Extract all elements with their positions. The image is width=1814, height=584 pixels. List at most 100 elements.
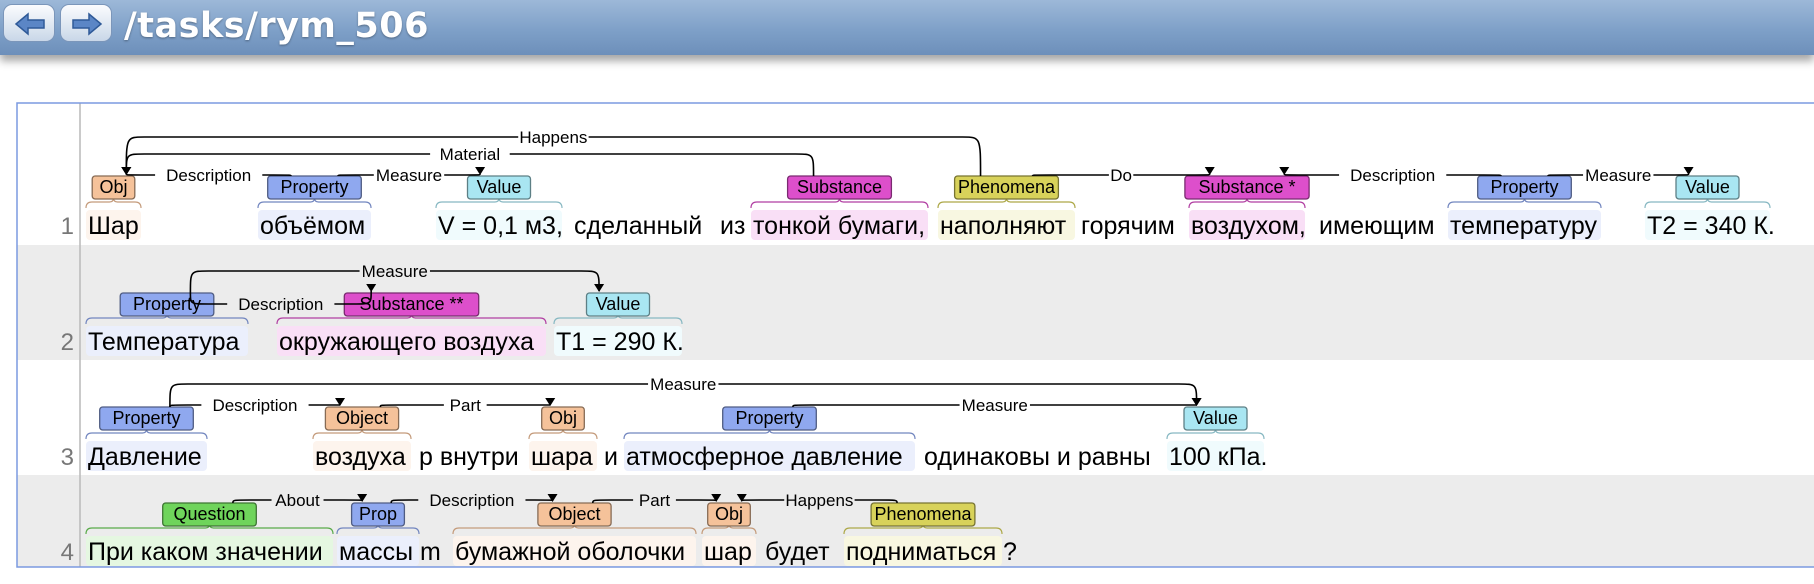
sentence-token[interactable]: наполняют bbox=[940, 212, 1067, 240]
relation-arrowhead bbox=[545, 398, 556, 406]
sentence-token[interactable]: будет bbox=[765, 538, 830, 566]
entity-label: Value bbox=[477, 177, 522, 197]
relation-label-bg bbox=[359, 261, 430, 280]
entity-label-box[interactable] bbox=[350, 502, 406, 527]
sentence-token[interactable]: ? bbox=[1003, 538, 1017, 566]
sentence-token[interactable]: Т2 = 340 К. bbox=[1647, 212, 1775, 240]
sentence-token[interactable]: шар bbox=[704, 538, 752, 566]
relation-label: Measure bbox=[1585, 166, 1651, 185]
relation-arrowhead bbox=[357, 494, 368, 502]
entity-span-highlight bbox=[313, 441, 411, 471]
entity-label: Obj bbox=[715, 504, 743, 524]
sentence-token[interactable]: и bbox=[604, 443, 618, 471]
entity-span-highlight bbox=[751, 210, 928, 240]
entity-label-box[interactable] bbox=[466, 175, 532, 200]
relation-label: Description bbox=[238, 295, 323, 314]
line-number: 4 bbox=[61, 539, 74, 566]
document-frame bbox=[16, 102, 1814, 568]
relation-label: Part bbox=[639, 491, 670, 510]
sentence-token[interactable]: Шар bbox=[88, 212, 139, 240]
sentence-token[interactable]: горячим bbox=[1081, 212, 1175, 240]
line-number: 1 bbox=[61, 213, 74, 240]
entity-label-box[interactable] bbox=[1184, 175, 1310, 200]
entity-label-box[interactable] bbox=[541, 406, 585, 431]
sentence-token[interactable]: р внутри bbox=[419, 443, 519, 471]
entity-label-box[interactable] bbox=[99, 406, 194, 431]
sentence-token[interactable]: шара bbox=[531, 443, 593, 471]
entity-label-box[interactable] bbox=[1183, 406, 1248, 431]
relation-label: About bbox=[275, 491, 320, 510]
sentence-token[interactable]: воздуха bbox=[315, 443, 406, 471]
entity-label-box[interactable] bbox=[162, 502, 257, 527]
sentence-token[interactable]: массы m bbox=[339, 538, 441, 566]
sentence-token[interactable]: Т1 = 290 К. bbox=[556, 328, 684, 356]
sentence-token[interactable]: 100 кПа. bbox=[1169, 443, 1267, 471]
entity-span-highlight bbox=[258, 210, 371, 240]
entity-label: Object bbox=[548, 504, 600, 524]
entity-span-highlight bbox=[453, 536, 696, 566]
relation-label-bg bbox=[271, 490, 324, 509]
sentence-token[interactable]: Температура bbox=[88, 328, 240, 356]
relation-arrowhead bbox=[475, 167, 486, 175]
entity-label-box[interactable] bbox=[324, 406, 400, 431]
relation-label-bg bbox=[1339, 165, 1447, 184]
sentence-token[interactable]: воздухом, bbox=[1191, 212, 1306, 240]
sentence-token[interactable]: одинаковы и равны bbox=[924, 443, 1151, 471]
entity-span-highlight bbox=[86, 326, 248, 356]
sentence-row-bg bbox=[17, 360, 1814, 475]
entity-span-highlight bbox=[624, 441, 915, 471]
entity-span-highlight bbox=[86, 441, 207, 471]
relation-label-bg bbox=[1108, 165, 1134, 184]
entity-label-box[interactable] bbox=[1675, 175, 1740, 200]
entity-label-box[interactable] bbox=[786, 175, 893, 200]
relation-label: Material bbox=[440, 145, 500, 164]
entity-label-box[interactable] bbox=[267, 175, 362, 200]
sentence-token[interactable]: При каком значении bbox=[88, 538, 323, 566]
sentence-1: 1 Шар объёмом V = 0,1 м3, сделанный из тонкой … bbox=[61, 127, 1775, 240]
entity-label-box[interactable] bbox=[91, 175, 136, 200]
sentence-token[interactable]: сделанный bbox=[574, 212, 702, 240]
entity-label-box[interactable] bbox=[585, 292, 651, 317]
line-number: 3 bbox=[61, 444, 74, 471]
sentence-token[interactable]: температуру bbox=[1450, 212, 1598, 240]
entity-label-box[interactable] bbox=[870, 502, 976, 527]
entity-span-highlight bbox=[844, 536, 1002, 566]
entity-span-highlight bbox=[1645, 210, 1770, 240]
relation-label: Happens bbox=[519, 128, 587, 147]
entity-label: Property bbox=[133, 294, 201, 314]
entity-label-box[interactable] bbox=[537, 502, 612, 527]
sentence-token[interactable]: бумажной оболочки bbox=[455, 538, 685, 566]
relation-label: Measure bbox=[376, 166, 442, 185]
relation-label: Measure bbox=[962, 396, 1028, 415]
entity-span-highlight bbox=[436, 210, 562, 240]
entity-label: Property bbox=[735, 408, 803, 428]
forward-button[interactable] bbox=[60, 4, 112, 42]
sentence-token[interactable]: окружающего воздуха bbox=[279, 328, 534, 356]
entity-label-box[interactable] bbox=[707, 502, 751, 527]
entity-span-highlight bbox=[277, 326, 546, 356]
sentence-token[interactable]: тонкой бумаги, bbox=[753, 212, 925, 240]
entity-label: Property bbox=[280, 177, 348, 197]
relation-arrowhead bbox=[547, 494, 558, 502]
page-title: /tasks/rym_506 bbox=[124, 6, 429, 46]
sentence-token[interactable]: объёмом bbox=[260, 212, 365, 240]
entity-label: Substance * bbox=[1198, 177, 1295, 197]
sentence-token[interactable]: V = 0,1 м3, bbox=[438, 212, 563, 240]
sentence-token[interactable]: имеющим bbox=[1319, 212, 1435, 240]
sentence-token[interactable]: подниматься bbox=[846, 538, 996, 566]
entity-span-highlight bbox=[529, 441, 597, 471]
entity-label: Property bbox=[112, 408, 180, 428]
relation-label: Description bbox=[1350, 166, 1435, 185]
sentence-token[interactable]: атмосферное давление bbox=[626, 443, 903, 471]
relation-arrowhead bbox=[121, 167, 132, 175]
entity-label-box[interactable] bbox=[1477, 175, 1572, 200]
relation-arrowhead bbox=[1279, 167, 1290, 175]
sentence-token[interactable]: из bbox=[720, 212, 745, 240]
entity-label-box[interactable] bbox=[722, 406, 817, 431]
sentence-token[interactable]: Давление bbox=[88, 443, 202, 471]
relation-label: Description bbox=[212, 396, 297, 415]
back-button[interactable] bbox=[3, 4, 55, 42]
entity-label-box[interactable] bbox=[953, 175, 1060, 200]
